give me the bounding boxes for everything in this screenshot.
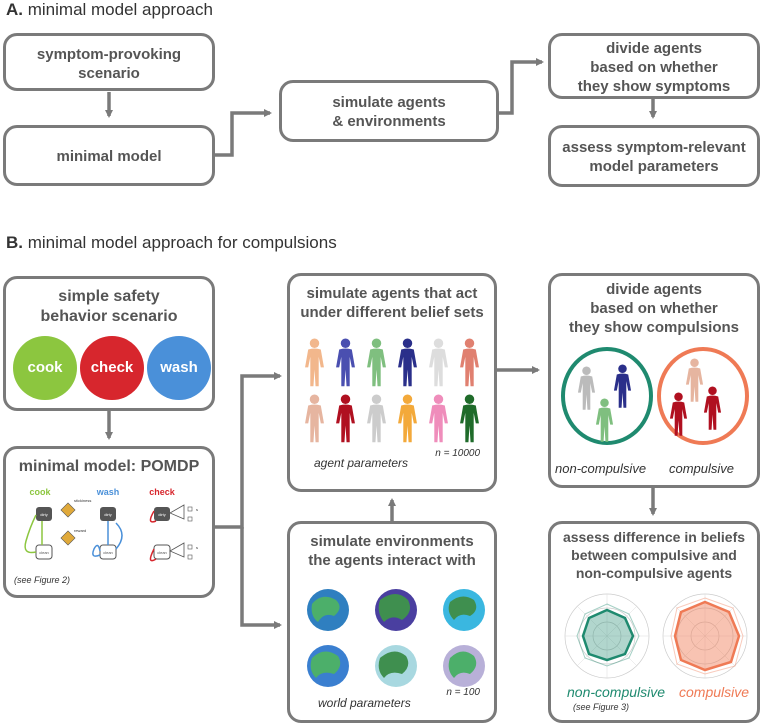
check-clean-label: clean — [157, 550, 167, 555]
agent-figure — [429, 338, 448, 387]
divide-right-label: compulsive — [669, 461, 735, 476]
a-simulate-box: simulate agents & environments — [279, 80, 499, 142]
pomdp-cook-graph: dirty clean stickiness reward — [24, 498, 91, 560]
a-assess-text: assess symptom-relevant model parameters — [562, 139, 746, 175]
non-compulsive-agent-figure — [595, 398, 614, 442]
globe-2 — [375, 589, 417, 631]
assess-title: assess difference in beliefs between com… — [562, 529, 746, 581]
agent-parameters-label: agent parameters — [314, 456, 409, 470]
b-env-box: simulate environments the agents interac… — [287, 521, 497, 723]
wash-dirty-label: dirty — [104, 512, 112, 517]
check-s-label-2: s — [196, 545, 198, 550]
a-divide-text: divide agents based on whether they show… — [577, 40, 731, 95]
reward-label: reward — [74, 528, 86, 533]
a-divide-box: divide agents based on whether they show… — [548, 33, 760, 99]
globe-1 — [307, 589, 349, 631]
stickiness-label: stickiness — [74, 498, 91, 503]
b-agents-box: simulate agents that act under different… — [287, 273, 497, 492]
divide-left-label: non-compulsive — [555, 461, 647, 476]
arrow-b-pomdp-to-agents — [214, 372, 282, 529]
agents-title: simulate agents that act under different… — [300, 285, 484, 321]
agent-figure — [305, 394, 324, 443]
b-scenario-box: simple safety behavior scenario cook che… — [3, 276, 215, 411]
pomdp-wash-graph: dirty clean — [92, 507, 123, 560]
belief-radar-plots — [564, 593, 748, 679]
non-compulsive-circle — [561, 347, 653, 445]
cook-dirty-label: dirty — [40, 512, 48, 517]
assess-right-label: compulsive — [679, 684, 750, 700]
compulsive-circle — [657, 347, 749, 445]
env-title: simulate environments the agents interac… — [308, 533, 476, 569]
agent-figure — [367, 338, 386, 387]
divide-groups — [561, 347, 749, 445]
section-b-title: B. minimal model approach for compulsion… — [6, 233, 337, 252]
pomdp-note: (see Figure 2) — [14, 575, 71, 585]
agent-figure — [367, 394, 386, 443]
agent-figure — [429, 394, 448, 443]
b-scenario-title: simple safety behavior scenario — [40, 288, 178, 325]
globe-3 — [443, 589, 485, 631]
pomdp-title: minimal model: POMDP — [18, 458, 200, 475]
agent-figure — [398, 394, 417, 443]
check-dirty-label: dirty — [158, 512, 166, 517]
agent-figure — [336, 338, 355, 387]
a-scenario-text: symptom-provoking scenario — [36, 46, 182, 82]
pomdp-diagrams: cook wash check dirty clean stickiness r… — [24, 487, 198, 562]
agent-figure — [460, 338, 479, 387]
compulsive-agent-figure — [703, 386, 722, 430]
non-compulsive-agent-figure — [613, 364, 632, 408]
assess-left-label: non-compulsive — [567, 684, 666, 700]
b-assess-box: assess difference in beliefs between com… — [548, 521, 760, 723]
world-globes — [307, 589, 485, 687]
section-a-title: A. minimal model approach — [6, 0, 213, 19]
agent-figure — [336, 394, 355, 443]
pomdp-check-graph: dirty clean s s — [149, 504, 198, 562]
radar-non-compulsive — [564, 593, 650, 679]
a-model-text: minimal model — [56, 148, 162, 165]
b-divide-box: divide agents based on whether they show… — [548, 273, 760, 488]
check-circle: check — [80, 336, 144, 400]
non-compulsive-agent-figure — [577, 366, 596, 410]
agent-figure — [460, 394, 479, 443]
arrow-a-simulate-to-divide — [499, 58, 544, 115]
env-n-label: n = 100 — [446, 687, 480, 698]
arrow-a-model-to-simulate — [214, 109, 272, 157]
a-simulate-text: simulate agents & environments — [332, 94, 446, 130]
assess-note: (see Figure 3) — [573, 702, 630, 712]
compulsive-agent-figure — [669, 392, 688, 436]
a-scenario-box: symptom-provoking scenario — [3, 33, 215, 91]
globe-5 — [375, 645, 417, 687]
cook-circle: cook — [13, 336, 77, 400]
b-pomdp-box: minimal model: POMDP cook wash check dir… — [3, 446, 215, 598]
pomdp-col-check: check — [149, 487, 176, 497]
a-assess-box: assess symptom-relevant model parameters — [548, 125, 760, 187]
divide-title: divide agents based on whether they show… — [568, 281, 740, 336]
agent-figure — [398, 338, 417, 387]
compulsive-agent-figure — [685, 358, 704, 402]
arrow-b-pomdp-to-env — [240, 527, 282, 629]
radar-compulsive — [662, 593, 748, 679]
pomdp-col-cook: cook — [29, 487, 51, 497]
a-model-box: minimal model — [3, 125, 215, 186]
check-s-label-1: s — [196, 507, 198, 512]
agents-n-label: n = 10000 — [435, 448, 480, 459]
wash-circle: wash — [147, 336, 211, 400]
world-parameters-label: world parameters — [318, 696, 411, 710]
agent-figures — [305, 338, 479, 443]
globe-6 — [443, 645, 485, 687]
globe-4 — [307, 645, 349, 687]
agent-figure — [305, 338, 324, 387]
pomdp-col-wash: wash — [96, 487, 120, 497]
wash-clean-label: clean — [103, 550, 113, 555]
cook-clean-label: clean — [39, 550, 49, 555]
